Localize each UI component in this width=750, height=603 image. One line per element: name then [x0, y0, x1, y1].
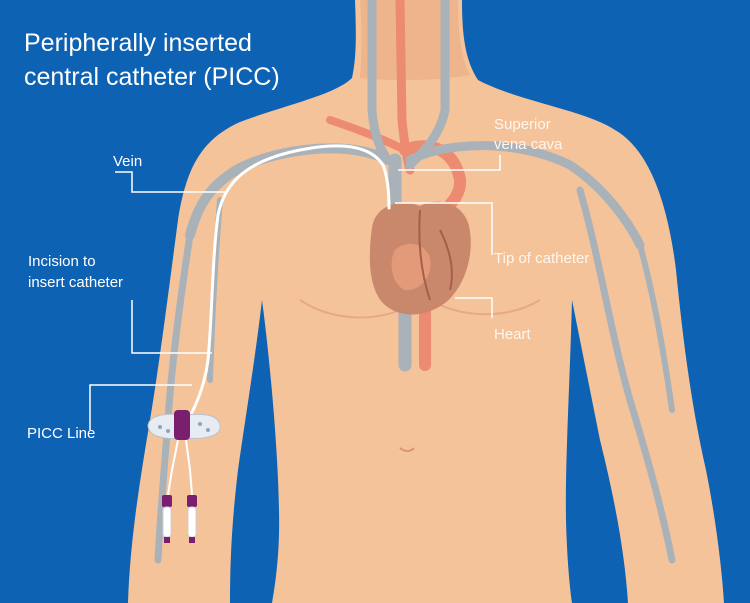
label-heart: Heart: [494, 326, 531, 343]
vein-arm-right: [576, 186, 676, 564]
leader-vein: [115, 171, 226, 193]
leader-svc: [398, 155, 501, 171]
catheter: [180, 144, 391, 432]
chest-contour-right: [439, 299, 541, 316]
picc-hub: [147, 410, 221, 543]
label-superior: Superior: [494, 116, 551, 133]
vein-subclavian-right: [405, 141, 645, 250]
title-line-1: Peripherally inserted: [24, 29, 252, 57]
heart: [369, 201, 471, 315]
leader-tip: [395, 202, 493, 255]
artery-subclavian: [326, 116, 409, 154]
label-tip-of-catheter: Tip of catheter: [494, 250, 590, 267]
diagram-title: Peripherally inserted central catheter (…: [24, 26, 280, 94]
leader-incision: [131, 300, 212, 354]
label-picc-line: PICC Line: [27, 425, 96, 442]
navel: [399, 447, 415, 452]
leader-lines: [89, 155, 501, 430]
vein-subclavian-left: [185, 143, 393, 240]
label-incision-line2: insert catheter: [28, 274, 124, 291]
label-vena-cava: vena cava: [494, 136, 563, 153]
chest-contour: [299, 299, 401, 319]
label-incision-line1: Incision to: [28, 253, 96, 270]
vein-arm-right-2: [637, 242, 675, 413]
title-line-2: central catheter (PICC): [24, 63, 280, 91]
leader-picc: [89, 384, 192, 430]
leader-heart: [455, 297, 493, 318]
label-vein: Vein: [113, 153, 143, 170]
